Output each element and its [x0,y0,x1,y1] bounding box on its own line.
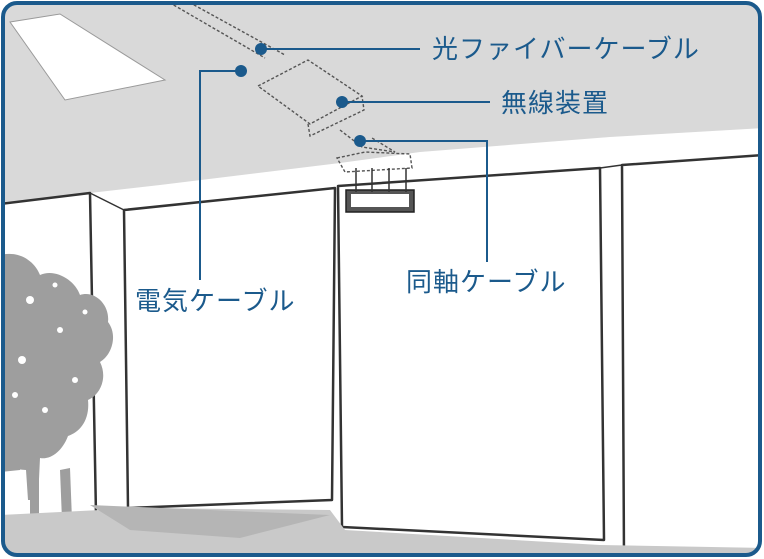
wireless-device-unit-icon [345,168,415,213]
power-cable-label: 電気ケーブル [135,287,296,317]
fiber-cable-dot [255,43,267,55]
ceiling-light-icon [9,13,167,101]
cable-duct [164,3,413,173]
leader-lines [199,48,490,280]
tree-silhouette-icon [3,253,760,555]
power-cable-dot [235,65,247,77]
coaxial-cable-label: 同軸ケーブル [406,268,567,298]
wireless-device-label: 無線装置 [501,89,610,119]
fiber-cable-label: 光ファイバーケーブル [432,35,700,65]
wireless-device-dot [336,96,348,108]
wall-panels [3,153,760,555]
coaxial-cable-dot [354,135,366,147]
